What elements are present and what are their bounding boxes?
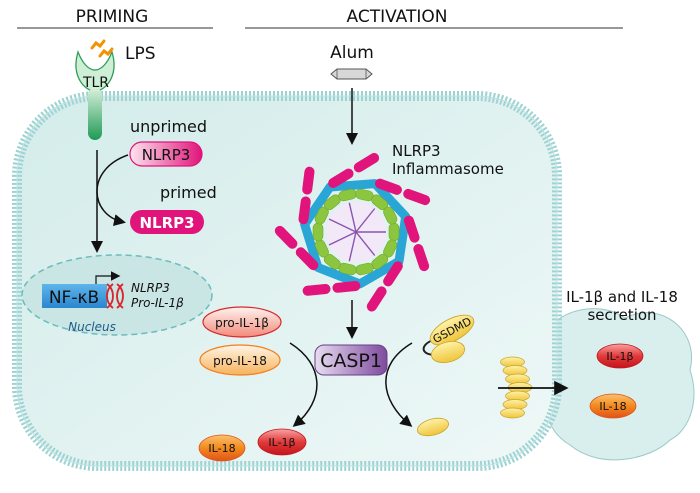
inflammasome-label-line1: NLRP3 [392,142,441,160]
primed-label: primed [160,183,217,202]
unprimed-nlrp3-label: NLRP3 [142,146,191,164]
nlrp3-arm [375,178,402,195]
cell [12,91,562,471]
gene-nlrp3: NLRP3 [131,281,170,295]
secretion-title-line2: secretion [587,306,656,324]
nlrp3-arm [328,168,354,189]
nlrp3-arm [274,225,298,249]
alum-crystal-icon [330,68,373,80]
casp1-label: CASP1 [320,350,382,372]
casp1: CASP1 [314,344,388,376]
primed-nlrp3: NLRP3 [130,210,204,234]
cytoplasm [17,96,557,466]
tlr-label: TLR [82,75,109,91]
core-spoke [348,231,357,262]
section-header-priming: PRIMING [17,7,213,29]
nlrp3-arm [298,196,311,225]
card-domain [388,222,400,242]
card-domain [312,222,324,242]
alum-label: Alum [330,43,374,63]
gsdmd-cleavage-arrow [385,342,413,427]
lps-label: LPS [125,44,156,64]
nlrp3-arm [295,247,319,271]
cytokine-cleavage-arrow [289,342,318,427]
gsdmd-n-fragment [417,417,449,437]
unprimed-nlrp3: NLRP3 [129,141,203,167]
secreted-il18-label: IL-18 [599,400,626,413]
secretion-title-line1: IL-1β and IL-18 [566,288,678,306]
tlr-head [75,50,115,93]
nlrp3-arm [302,166,315,195]
nlrp3-arm [383,261,403,287]
nlrp3-arm [403,215,420,243]
nucleus-label: Nucleus [68,320,116,334]
core-spoke [355,208,376,233]
pro-il1b-label: pro-IL-1β [215,316,269,330]
tlr-receptor: TLR [75,50,115,140]
nucleus: NF-κB NLRP3 Pro-IL-1β Nucleus [21,254,213,336]
secreted-il1b: IL-1β [596,343,644,369]
mature-il18: IL-18 [198,434,246,462]
nlrp3-arm [353,153,380,173]
nlrp3-arm [366,286,387,312]
membrane-outline [16,95,558,467]
activation-title: ACTIVATION [347,7,448,27]
core-spoke [348,202,357,233]
mature-il1b-label: IL-1β [268,436,295,449]
pro-il18: pro-IL-18 [199,344,281,376]
mature-il18-label: IL-18 [208,442,235,455]
core-spoke [328,231,357,246]
priming-title: PRIMING [76,7,149,27]
mature-il1b: IL-1β [257,428,307,456]
pro-il1b: pro-IL-1β [202,306,282,338]
section-header-activation: ACTIVATION [245,7,623,29]
transcription-arrow [95,271,121,284]
secreted-il18: IL-18 [589,393,637,419]
gene-pro-il1b: Pro-IL-1β [131,296,184,310]
priming-arrow-curve [96,154,129,226]
tlr-stalk [88,88,102,140]
dna-icon [106,283,124,309]
nfkb-label: NF-κB [49,288,99,308]
primed-nlrp3-label: NLRP3 [139,214,194,232]
nlrp3-arm [302,283,331,296]
core-spoke [328,218,357,233]
unprimed-label: unprimed [130,117,207,136]
secreted-il1b-label: IL-1β [606,350,633,363]
nlrp3-arm [332,281,361,293]
gsdmd-pore-subunit [500,407,525,419]
nfkb-box [42,284,107,308]
lps-icon [90,39,114,58]
asc-ring [300,179,411,289]
nlrp3-arm [413,244,430,272]
pro-il18-label: pro-IL-18 [213,354,267,368]
nlrp3-arm [403,188,431,206]
core-spoke [355,231,376,256]
nlrp3-inflammasome [274,153,431,312]
inflammasome-label-line2: Inflammasome [392,160,504,178]
